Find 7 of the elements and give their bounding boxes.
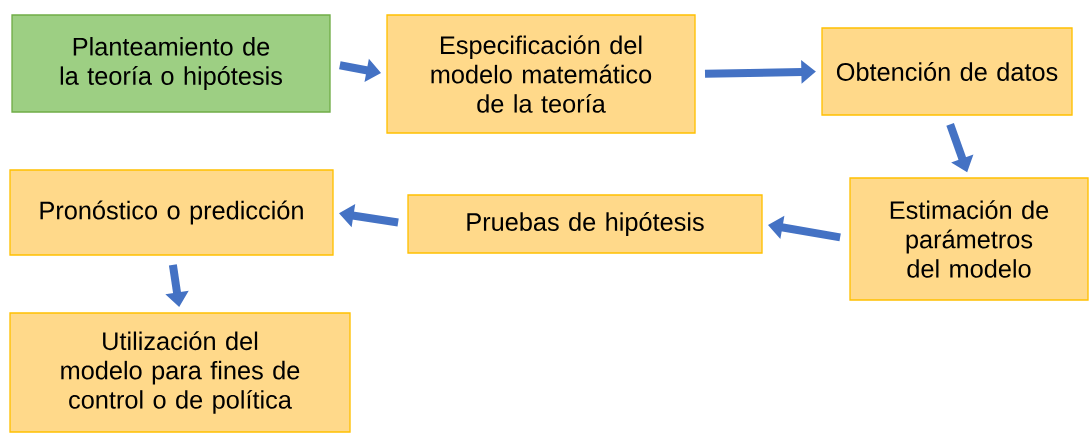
start-box: Planteamiento de la teoría o hipótesis: [11, 14, 331, 113]
process-box: Estimación de parámetros del modelo: [849, 177, 1089, 301]
process-box: Especificación del modelo matemático de la teoría: [386, 14, 696, 134]
process-box: Pronóstico o predicción: [9, 169, 334, 256]
process-box: Obtención de datos: [821, 27, 1073, 116]
process-box: Pruebas de hipótesis: [407, 194, 763, 254]
process-box: Utilización del modelo para fines de control o de política: [9, 312, 351, 433]
